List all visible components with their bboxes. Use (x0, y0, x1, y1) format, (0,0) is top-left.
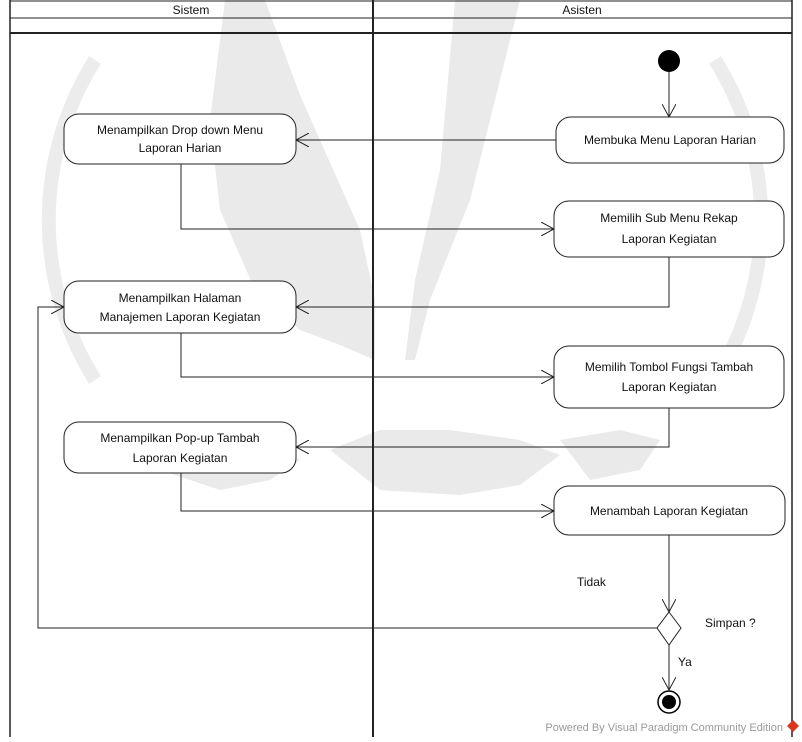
action-tombol-tambah: Memilih Tombol Fungsi Tambah Laporan Keg… (553, 345, 785, 409)
flow-s3-to-a4 (180, 473, 554, 511)
lane-title-asisten: Asisten (562, 3, 601, 17)
action-drop-down-menu: Menampilkan Drop down Menu Laporan Haria… (63, 113, 297, 165)
action-label: Laporan Kegiatan (622, 232, 717, 246)
decision-node (656, 611, 682, 646)
flow-a2-to-s2 (296, 257, 670, 307)
lane-header-sistem: Sistem (173, 3, 210, 17)
initial-node (658, 50, 680, 72)
action-label: Memilih Sub Menu Rekap (600, 211, 738, 225)
action-membuka-menu: Membuka Menu Laporan Harian (555, 116, 785, 164)
action-popup-tambah: Menampilkan Pop-up Tambah Laporan Kegiat… (63, 421, 297, 474)
action-label: Laporan Harian (139, 141, 222, 155)
action-label: Laporan Kegiatan (622, 380, 717, 394)
flow-decision-no (37, 307, 657, 629)
lane-header-asisten: Asisten (562, 3, 601, 17)
action-sub-menu-rekap: Memilih Sub Menu Rekap Laporan Kegiatan (553, 200, 785, 258)
action-label: Menampilkan Pop-up Tambah (100, 431, 259, 445)
visual-paradigm-logo-icon (787, 720, 799, 732)
decision-label: Simpan ? (705, 616, 756, 630)
swimlane-frame (9, 0, 793, 737)
final-node (657, 690, 681, 714)
flow-s2-to-a3 (180, 333, 554, 377)
action-label: Membuka Menu Laporan Harian (584, 133, 756, 147)
flow-a3-to-s3 (296, 408, 670, 447)
action-label: Menambah Laporan Kegiatan (590, 504, 748, 518)
action-label: Menampilkan Halaman (119, 291, 242, 305)
decision-no-label: Tidak (577, 575, 607, 589)
action-menambah-laporan: Menambah Laporan Kegiatan (553, 485, 786, 536)
decision-yes-label: Ya (678, 655, 692, 669)
action-label: Memilih Tombol Fungsi Tambah (585, 360, 753, 374)
lane-title-sistem: Sistem (173, 3, 210, 17)
action-label: Laporan Kegiatan (133, 451, 228, 465)
action-label: Manajemen Laporan Kegiatan (100, 310, 261, 324)
flow-s1-to-a2 (180, 164, 554, 229)
university-watermark (41, 0, 769, 495)
action-label: Menampilkan Drop down Menu (97, 123, 263, 137)
powered-by-footer: Powered By Visual Paradigm Community Edi… (545, 722, 783, 734)
control-flows (37, 72, 670, 690)
action-halaman-manajemen: Menampilkan Halaman Manajemen Laporan Ke… (63, 280, 297, 334)
